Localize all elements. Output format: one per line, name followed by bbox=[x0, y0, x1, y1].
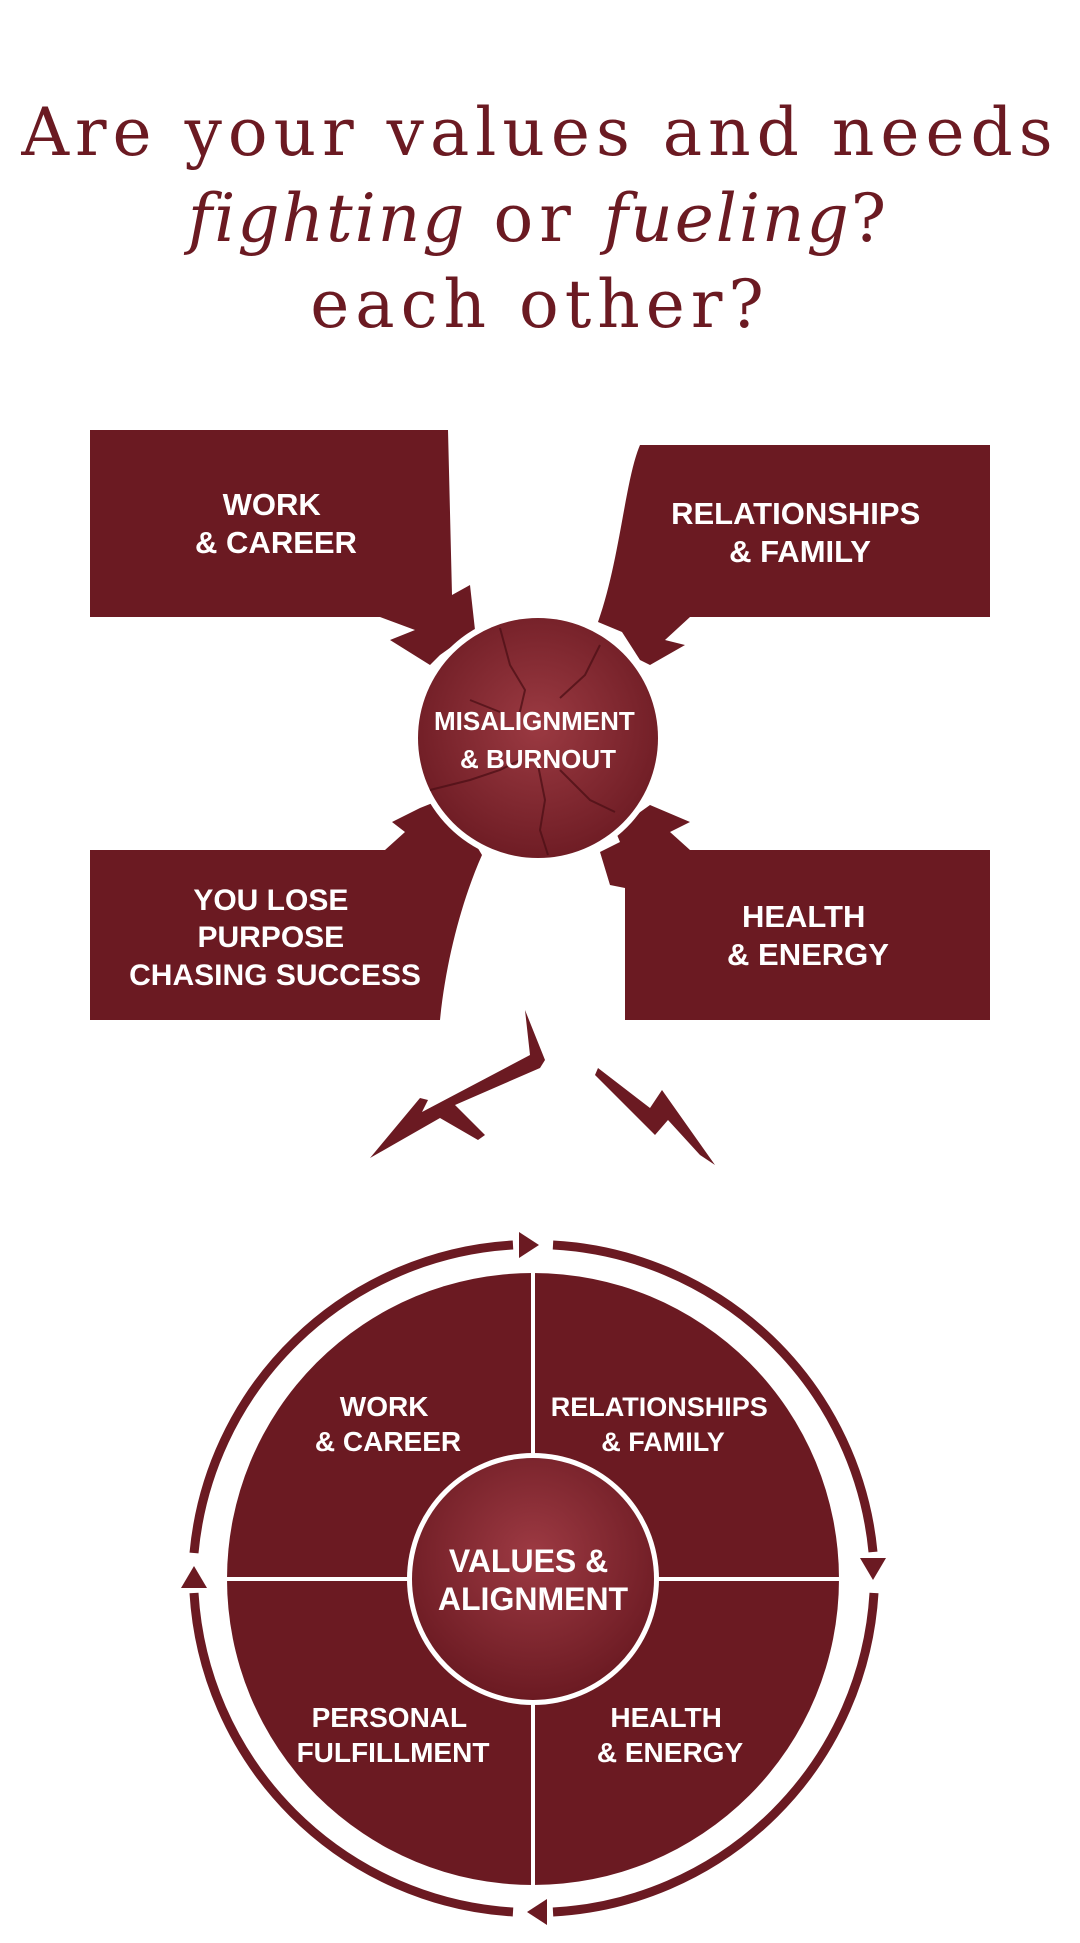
box-work-career bbox=[90, 430, 475, 665]
label-relationships-family: RELATIONSHIPS & FAMILY bbox=[671, 496, 929, 569]
quadrant-health-energy: HEALTH & ENERGY bbox=[597, 1702, 744, 1768]
lightning-bolt-icon bbox=[595, 1068, 715, 1165]
label-purpose-success: YOU LOSE PURPOSE CHASING SUCCESS bbox=[129, 884, 421, 992]
quadrant-relationships-family: RELATIONSHIPS & FAMILY bbox=[551, 1392, 776, 1457]
hub-misalignment bbox=[418, 618, 658, 858]
label-health-energy: HEALTH & ENERGY bbox=[727, 899, 889, 972]
wheel-center-values bbox=[412, 1458, 654, 1700]
box-health-energy bbox=[600, 805, 990, 1020]
lightning-bolt-icon bbox=[370, 1010, 545, 1158]
headline: Are your values and needs fighting or fu… bbox=[0, 90, 1080, 348]
word-or: or bbox=[466, 180, 604, 257]
box-purpose-success bbox=[90, 800, 482, 1020]
alignment-wheel: WORK & CAREER RELATIONSHIPS & FAMILY PER… bbox=[181, 1232, 886, 1925]
label-misalignment-burnout: MISALIGNMENT & BURNOUT bbox=[434, 706, 642, 774]
headline-line-1: Are your values and needs bbox=[21, 94, 1059, 171]
box-relationships-family bbox=[598, 445, 990, 665]
headline-line-2: fighting or fueling? bbox=[0, 176, 1080, 262]
cycle-arrowheads bbox=[181, 1232, 886, 1925]
quadrant-personal-fulfillment: PERSONAL FULFILLMENT bbox=[297, 1702, 490, 1768]
hub-cracks bbox=[429, 627, 616, 856]
headline-punct: ? bbox=[850, 180, 893, 257]
label-values-alignment: VALUES & ALIGNMENT bbox=[438, 1543, 629, 1617]
conflict-diagram: WORK & CAREER RELATIONSHIPS & FAMILY YOU… bbox=[90, 430, 990, 1165]
word-fighting: fighting bbox=[187, 180, 467, 257]
label-work-career: WORK & CAREER bbox=[195, 487, 357, 560]
headline-line-3: each other? bbox=[310, 266, 770, 343]
quadrant-work-career: WORK & CAREER bbox=[315, 1391, 461, 1457]
word-fueling: fueling bbox=[603, 180, 851, 257]
cycle-arrow-icon bbox=[189, 1240, 879, 1917]
